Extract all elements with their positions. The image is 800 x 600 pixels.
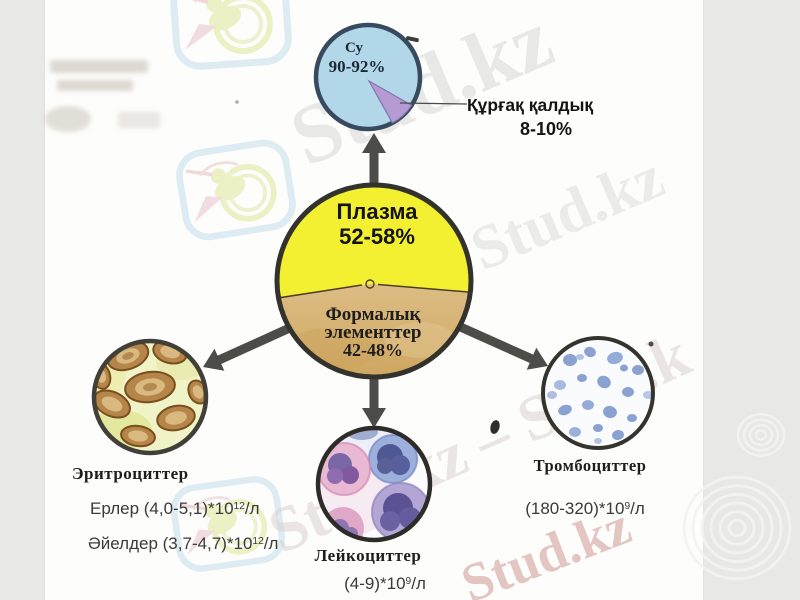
left-page-edge-strip [0, 0, 45, 600]
value-exponent: 9 [624, 501, 631, 512]
leukocytes-label: Лейкоциттер [314, 546, 422, 565]
formed-elements-label-line1: Формалық [325, 304, 421, 325]
dry-residue-slice [367, 79, 413, 124]
red-blood-cells [94, 341, 206, 448]
dry-residue-value: 8-10% [519, 119, 573, 139]
plasma-circle [274, 182, 474, 380]
value-text: Ерлер (4,0-5,1)*10 [90, 499, 234, 518]
connector-arrows [203, 133, 548, 428]
thrombocytes-image [541, 336, 655, 450]
formed-elements-label-line2: элементтер [324, 322, 422, 343]
value-unit: /л [630, 499, 645, 518]
arrow-down-left [217, 321, 296, 365]
water-value: 90-92% [328, 57, 386, 76]
erythrocytes-value-women: Әйелдер (3,7-4,7)*1012/л [88, 534, 278, 554]
ghost-text-artifact [50, 60, 148, 73]
value-text: (4-9)*10 [344, 574, 406, 593]
leukocytes-image [315, 425, 433, 543]
ripple-watermark-icon [682, 413, 792, 581]
erythrocytes-value-men: Ерлер (4,0-5,1)*1012/л [90, 499, 260, 519]
thrombocytes-label: Тромбоциттер [533, 456, 647, 475]
platelets [547, 346, 653, 444]
callout-leader-line [399, 102, 468, 105]
value-text: (180-320)*10 [525, 499, 625, 518]
value-text: Әйелдер (3,7-4,7)*10 [88, 534, 253, 553]
erythrocytes-image [91, 338, 209, 456]
plasma-value: 52-58% [339, 224, 415, 249]
arrow-down-right [454, 320, 534, 364]
ghost-text-artifact [45, 106, 91, 132]
value-exponent: 9 [405, 576, 412, 587]
thrombocytes-value: (180-320)*109/л [525, 499, 645, 519]
water-pie-chart [313, 22, 468, 132]
ghost-text-artifact [57, 80, 133, 91]
ghost-text-artifact [118, 112, 160, 128]
leukocytes-value: (4-9)*109/л [344, 574, 426, 594]
value-unit: /л [244, 499, 260, 518]
erythrocytes-label: Эритроциттер [72, 464, 189, 483]
value-unit: /л [263, 534, 279, 553]
dry-residue-label: Құрғақ қалдық [467, 95, 594, 115]
scan-specks [235, 100, 654, 434]
water-label: Су [345, 40, 363, 56]
plasma-label: Плазма [336, 199, 418, 224]
value-unit: /л [411, 574, 426, 593]
value-exponent: 12 [233, 501, 245, 512]
value-exponent: 12 [252, 536, 264, 547]
scan-mark [406, 36, 419, 43]
formed-elements-value: 42-48% [343, 340, 403, 360]
